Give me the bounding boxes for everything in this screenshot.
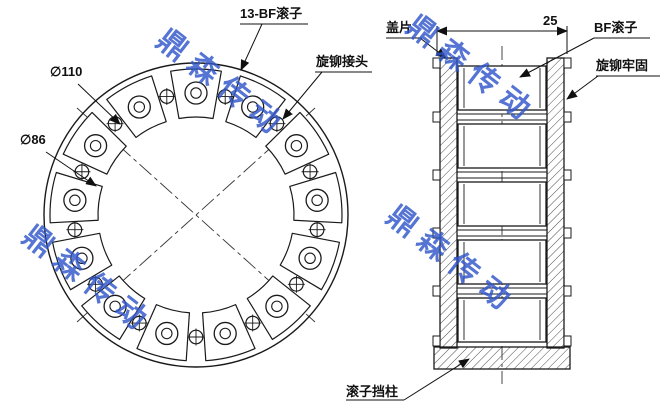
roller-stack [457,65,547,343]
rivet-bump [432,57,441,69]
roller-bore [69,194,81,207]
side-roller [457,239,547,285]
label-diameter-110: ∅110 [50,64,83,79]
bushing-line [463,184,541,224]
rivet-bump [432,335,441,347]
pin-line [457,229,547,237]
rivet-cross [301,163,319,181]
rivet-bump [432,169,441,181]
roller-bore [290,139,303,152]
label-diameter-86: ∅86 [20,132,46,147]
rivet-cross [287,275,305,293]
label-dimension-25: 25 [543,13,558,28]
roller-stop-post-bar [433,346,571,370]
rivet-cross [216,88,234,106]
outer-rim-circle [43,62,349,368]
front-view [43,23,372,368]
rivet-bump [563,285,572,297]
rivet-bump [563,111,572,123]
left-side-plate [439,57,458,349]
roller-bore [76,252,88,265]
pin-line [457,113,547,121]
rivet-cross [66,221,84,239]
bushing-line [463,68,541,108]
bushing-line [463,242,541,282]
rivet-cross [308,221,326,239]
roller-bore [219,327,231,340]
rivet-bump [432,285,441,297]
leader-bf-roller [519,37,595,78]
roller-bushing-lines [463,68,541,340]
rivet-bumps [432,57,572,347]
roller-bore [89,139,102,152]
rivet-cross [268,115,286,133]
roller-bore [161,327,173,340]
bushing-line [463,126,541,166]
side-view [346,26,660,401]
label-roller-stop-post: 滚子挡柱 [346,384,399,399]
rivet-bump [432,111,441,123]
leader-rivet-secure [566,75,599,100]
rivet-cross [187,328,205,346]
bushing-line [463,300,541,340]
roller-bore [190,87,202,99]
roller-bore [311,194,323,207]
leader-cover [419,37,447,59]
roller-bore [271,300,283,313]
rivet-cross [73,163,91,181]
rivet-bump [563,169,572,181]
label-bf-roller: BF滚子 [594,20,638,35]
rivet-cross [158,88,176,106]
rivet-bump [563,335,572,347]
side-roller [457,297,547,343]
pin-lines [457,113,547,295]
roller-ring [49,68,343,362]
rivet-bump [432,227,441,239]
label-rivet-secure: 旋铆牢固 [596,58,649,73]
leader-dia110 [77,83,121,125]
label-13-bf-rollers: 13-BF滚子 [240,6,303,21]
leader-dia86 [45,151,97,187]
rivet-bump [563,227,572,239]
leader-rivet-joint [282,71,323,120]
rivet-cross [130,314,148,332]
side-view-leaders [346,37,660,401]
label-cover-plate: 盖片 [386,20,413,35]
leader-stop-post [403,358,470,401]
side-roller [457,123,547,169]
pin-line [457,287,547,295]
roller-bore [133,101,146,113]
rivet-cross [244,314,262,332]
roller-bore [304,252,316,265]
side-roller [457,65,547,111]
rivet-cross [87,275,105,293]
roller-bore [246,101,259,113]
pin-line [457,171,547,179]
label-rivet-joint: 旋铆接头 [316,54,369,69]
rivet-bump [563,57,572,69]
leader-rollers [240,23,263,71]
roller-bore [109,300,121,313]
right-side-plate [546,57,565,349]
side-roller [457,181,547,227]
front-view-leaders [45,23,372,187]
